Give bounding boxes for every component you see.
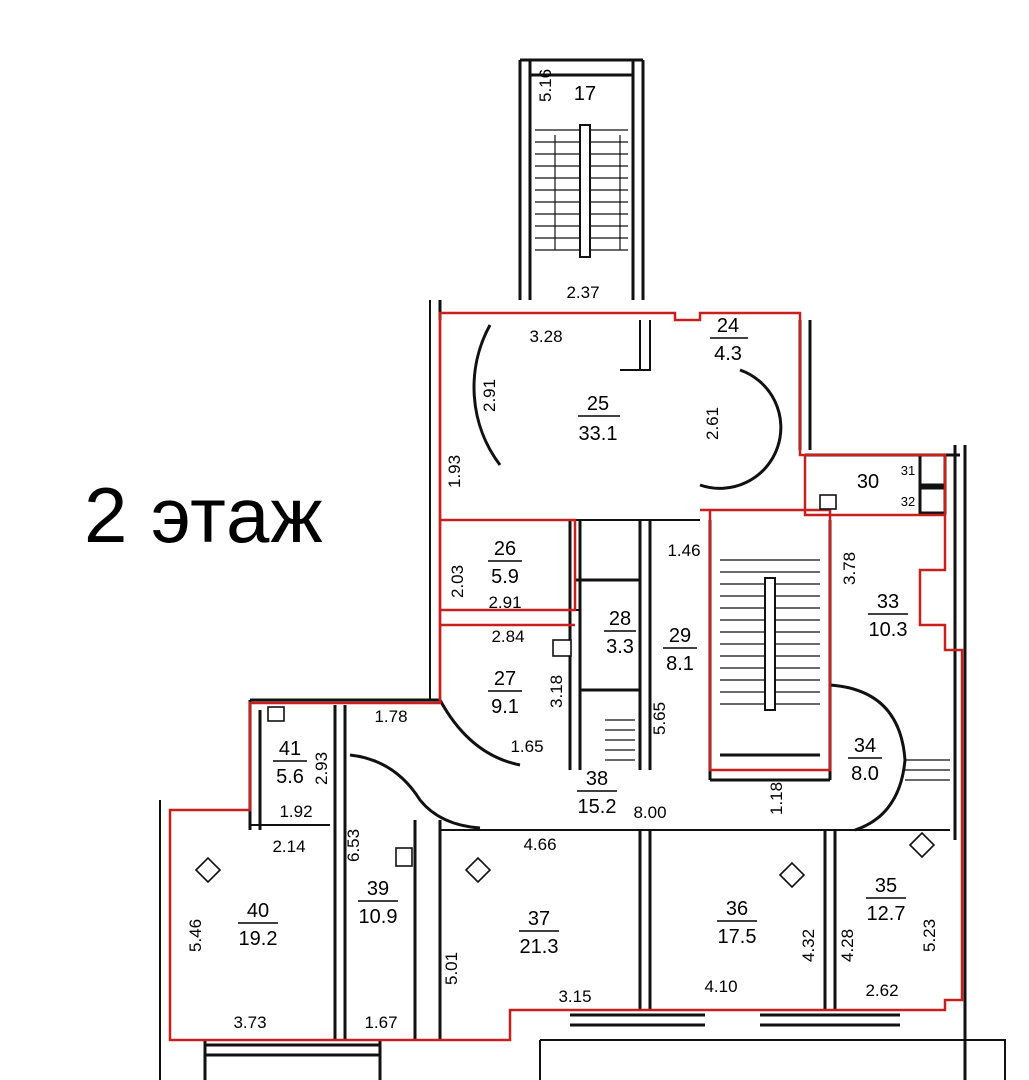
red-outline — [168, 311, 964, 1042]
room-number: 38 — [586, 768, 608, 790]
room-number: 25 — [587, 393, 609, 415]
room-area: 3.3 — [606, 636, 634, 658]
room-number: 35 — [875, 875, 897, 897]
room-area: 8.1 — [666, 653, 694, 675]
room-labels: 17 24 4.3 25 33.1 26 5.9 27 9.1 28 3.3 2… — [238, 83, 915, 958]
room-number: 34 — [854, 735, 876, 757]
room-area: 8.0 — [851, 763, 879, 785]
dimension: 8.00 — [633, 803, 666, 822]
room-number: 24 — [717, 315, 739, 337]
dimension: 2.14 — [272, 837, 305, 856]
dimension: 2.62 — [865, 981, 898, 1000]
room-area: 19.2 — [239, 928, 278, 950]
dimension: 4.10 — [704, 977, 737, 996]
dimension: 1.78 — [374, 707, 407, 726]
dimension: 3.78 — [840, 552, 859, 585]
room-number: 31 — [901, 463, 915, 478]
room-number: 37 — [528, 908, 550, 930]
dimension: 5.46 — [186, 919, 205, 952]
room-area: 9.1 — [491, 696, 519, 718]
dimension: 1.65 — [510, 737, 543, 756]
room-area: 33.1 — [579, 423, 618, 445]
dimension: 2.91 — [480, 379, 499, 412]
dimension: 5.65 — [650, 702, 669, 735]
walls — [159, 58, 1006, 1080]
room-area: 10.3 — [869, 619, 908, 641]
curved-walls — [349, 324, 907, 832]
dimension: 3.18 — [547, 675, 566, 708]
room-area: 15.2 — [578, 796, 617, 818]
room-number: 17 — [574, 83, 596, 105]
dimension: 2.91 — [488, 593, 521, 612]
room-area: 21.3 — [520, 936, 559, 958]
dimension: 1.18 — [767, 782, 786, 815]
dimension: 1.46 — [667, 541, 700, 560]
room-number: 32 — [901, 494, 915, 509]
room-number: 27 — [494, 668, 516, 690]
dimension: 4.66 — [523, 835, 556, 854]
dimension: 5.16 — [536, 69, 555, 102]
dimension: 5.23 — [920, 919, 939, 952]
room-number: 40 — [247, 900, 269, 922]
room-area: 17.5 — [718, 926, 757, 948]
dimension: 2.03 — [448, 565, 467, 598]
dimension: 3.73 — [233, 1013, 266, 1032]
room-number: 30 — [857, 471, 879, 493]
room-area: 10.9 — [359, 906, 398, 928]
dimension: 2.93 — [312, 752, 331, 785]
room-area: 5.9 — [491, 566, 519, 588]
room-area: 5.6 — [276, 766, 304, 788]
room-number: 33 — [877, 591, 899, 613]
dimension: 2.84 — [491, 627, 524, 646]
room-number: 39 — [367, 878, 389, 900]
room-number: 29 — [669, 625, 691, 647]
dimension: 6.53 — [344, 829, 363, 862]
room-area: 4.3 — [714, 343, 742, 365]
room-number: 28 — [609, 608, 631, 630]
dimension: 4.28 — [838, 929, 857, 962]
floor-label: 2 этаж — [84, 471, 324, 559]
dimension: 2.37 — [566, 283, 599, 302]
dimension: 2.61 — [703, 407, 722, 440]
room-number: 36 — [726, 898, 748, 920]
room-area: 12.7 — [867, 903, 906, 925]
dimension: 1.92 — [279, 802, 312, 821]
dimension: 3.28 — [529, 327, 562, 346]
room-number: 41 — [279, 738, 301, 760]
dimension: 4.32 — [799, 929, 818, 962]
room-number: 26 — [494, 538, 516, 560]
dimension: 3.15 — [558, 987, 591, 1006]
dimension-labels: 5.16 2.37 3.28 2.91 2.61 1.93 2.03 2.91 … — [186, 69, 939, 1032]
dimension: 1.67 — [364, 1013, 397, 1032]
symbols — [194, 494, 936, 889]
dimension: 1.93 — [445, 455, 464, 488]
dimension: 5.01 — [442, 952, 461, 985]
